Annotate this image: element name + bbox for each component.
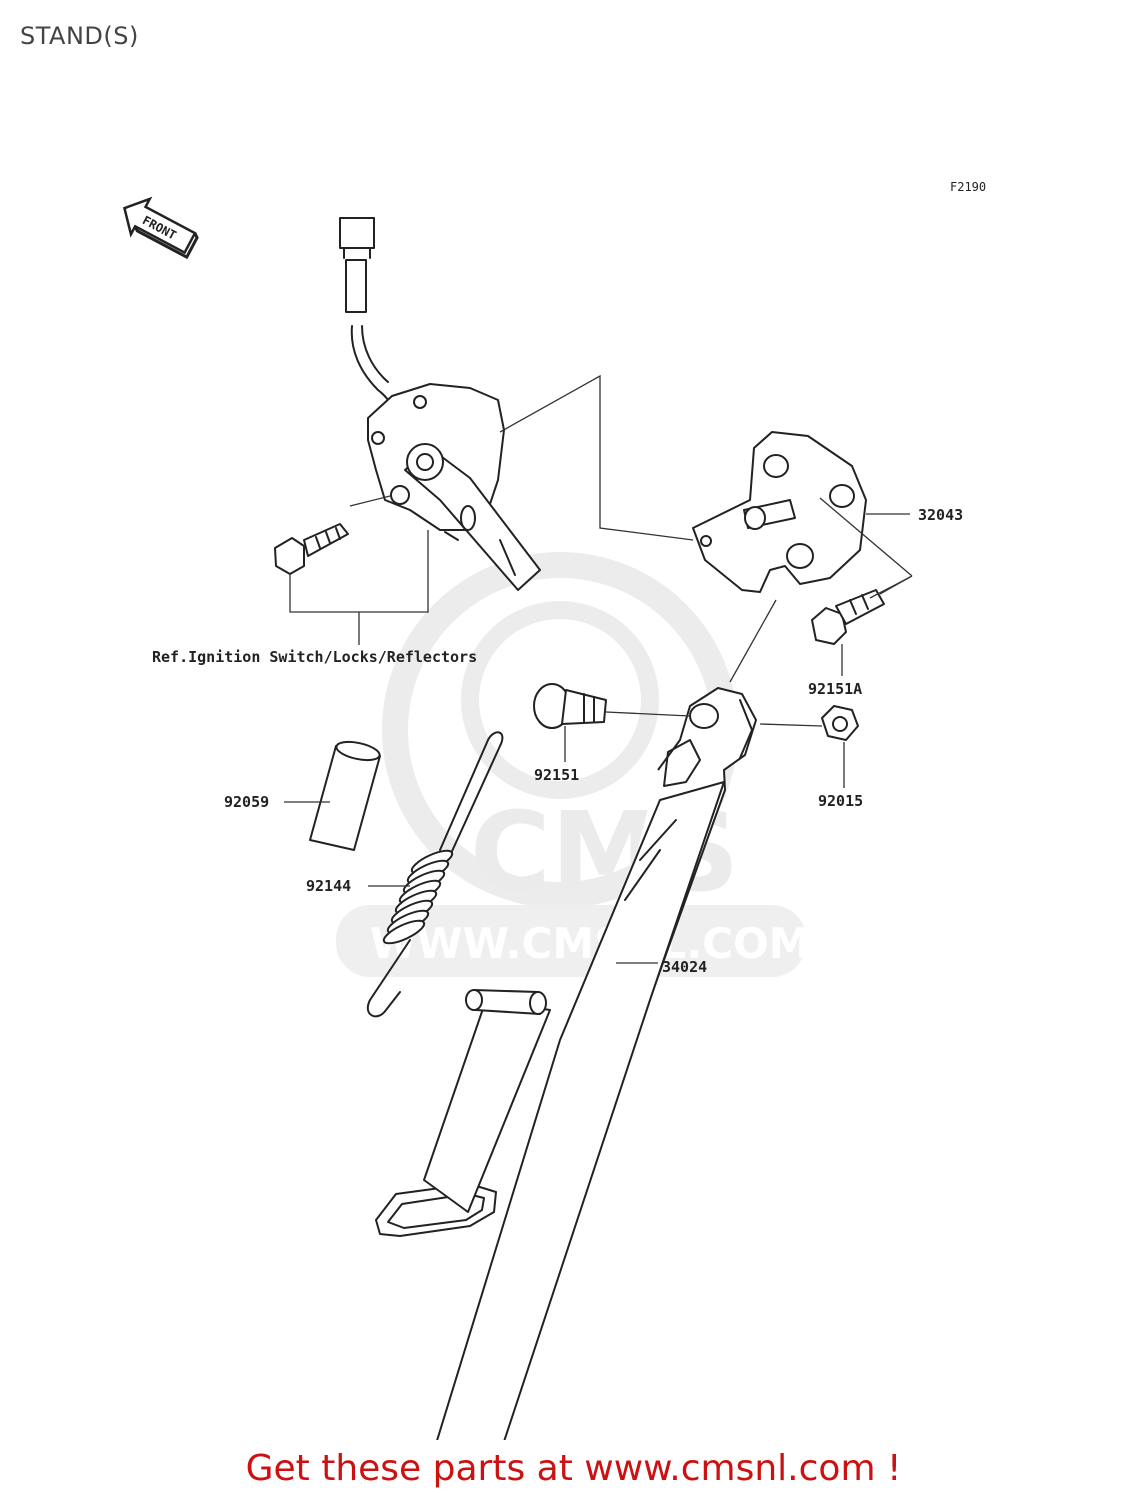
footer-promo-link[interactable]: Get these parts at www.cmsnl.com ! (245, 1448, 902, 1489)
part-label-34024: 34024 (662, 958, 707, 976)
figure-code: F2190 (950, 180, 986, 194)
reference-note: Ref.Ignition Switch/Locks/Reflectors (152, 648, 477, 666)
watermark-url-text: WWW.CMSNL.COM (370, 919, 811, 968)
leader-lines (284, 374, 913, 964)
part-label-92144: 92144 (306, 877, 351, 895)
part-label-92059: 92059 (224, 793, 269, 811)
exploded-parts-diagram: CMS WWW.CMSNL.COM FRONT F2190 (122, 180, 986, 1440)
stand-pin (465, 989, 547, 1015)
watermark: CMS WWW.CMSNL.COM (336, 552, 811, 977)
page-title: STAND(S) (20, 22, 139, 50)
side-stand-switch (339, 217, 541, 591)
part-34024-side-stand (436, 687, 757, 1440)
reference-bracket: Ref.Ignition Switch/Locks/Reflectors (152, 495, 477, 666)
switch-bolt (274, 523, 349, 575)
part-92015-nut (821, 705, 859, 741)
part-label-92151: 92151 (534, 766, 579, 784)
part-92151a-bolt (811, 589, 885, 645)
watermark-url-band (336, 905, 806, 977)
watermark-logo-face (461, 601, 659, 799)
stand-foot (375, 999, 551, 1237)
part-label-92015: 92015 (818, 792, 863, 810)
part-92144-spring (367, 731, 504, 1018)
part-32043-bracket (692, 431, 867, 593)
part-92059-collar (309, 740, 381, 851)
part-label-32043: 32043 (918, 506, 963, 524)
front-marker: FRONT (122, 196, 199, 260)
front-arrow-icon (122, 196, 197, 255)
part-label-92151a: 92151A (808, 680, 862, 698)
part-92151-bolt (533, 683, 607, 729)
